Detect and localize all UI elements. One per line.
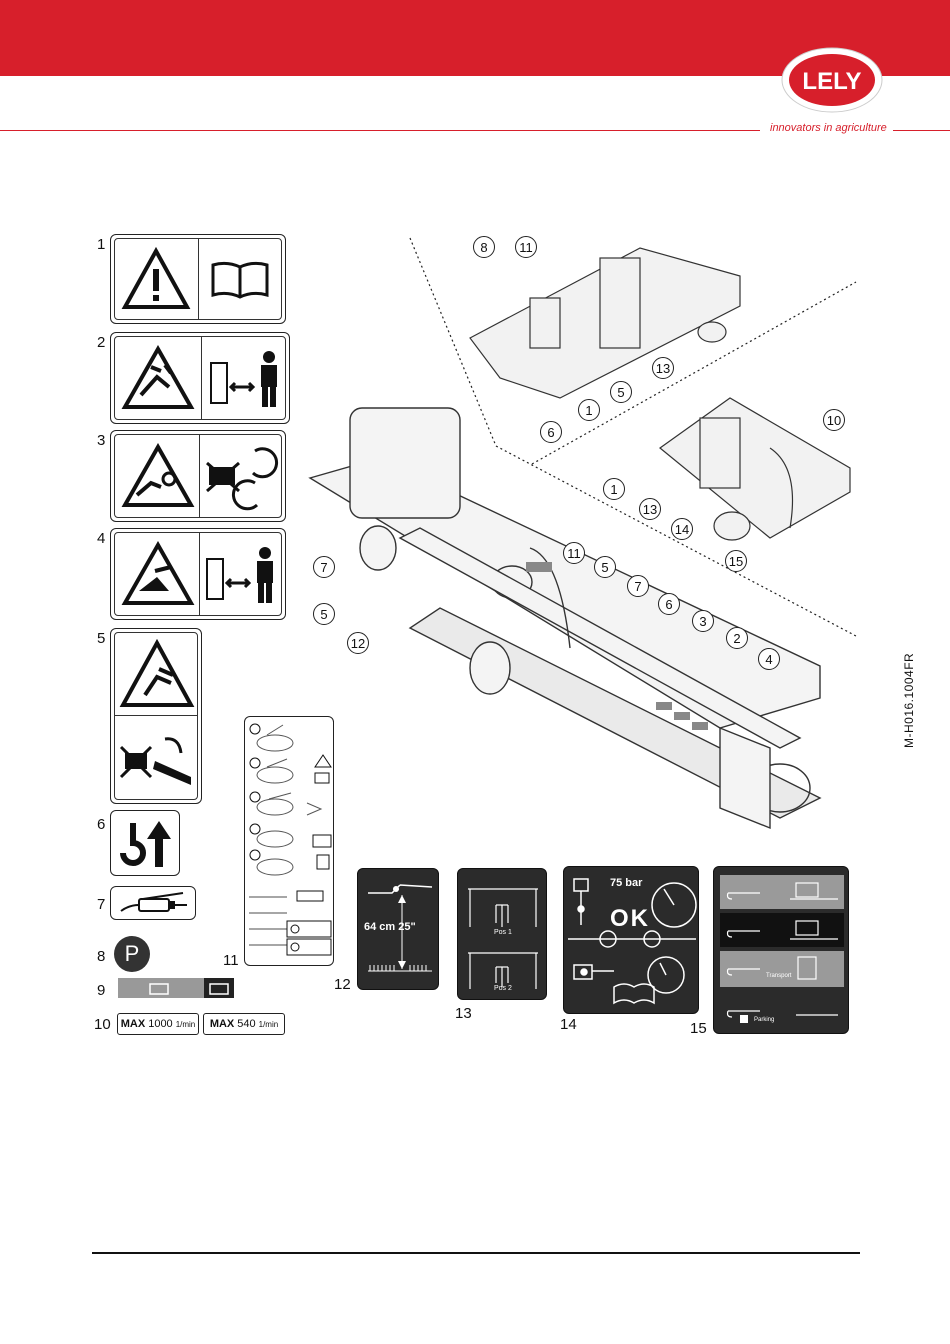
warning-crush-icon — [119, 639, 195, 711]
decal-2 — [110, 332, 290, 424]
callout-3-main: 3 — [692, 610, 714, 632]
warning-object-thrown-icon — [121, 345, 195, 411]
max-label-2: MAX — [210, 1018, 234, 1030]
callout-1-top: 1 — [578, 399, 600, 421]
callout-5-main-right: 5 — [594, 556, 616, 578]
lely-logo: LELY — [780, 46, 884, 114]
rotating-parts-icon — [205, 443, 281, 515]
callout-5-main-left: 5 — [313, 603, 335, 625]
position-2-label: Pos 2 — [494, 985, 512, 992]
manual-book-icon — [209, 259, 271, 299]
decal-3 — [110, 430, 286, 522]
decal-8-parking-icon: P — [114, 936, 150, 972]
machine-outline-icon — [148, 980, 172, 996]
status-ok: OK — [610, 905, 650, 933]
linkage-positions-illustration — [462, 877, 544, 995]
decal-number-10: 10 — [94, 1016, 111, 1033]
warning-cutting-icon — [121, 541, 195, 607]
lifting-hook-icon — [117, 817, 175, 871]
parking-letter: P — [125, 941, 140, 967]
callout-8-top: 8 — [473, 236, 495, 258]
callout-4-main: 4 — [758, 648, 780, 670]
position-1-label: Pos 1 — [494, 929, 512, 936]
rpm-unit: 1/min — [176, 1020, 196, 1029]
warning-entanglement-icon — [121, 443, 195, 509]
decal-6 — [110, 810, 180, 876]
grease-gun-icon — [117, 891, 191, 917]
decal-number-8: 8 — [97, 948, 105, 965]
machine-outline-icon-2 — [208, 980, 232, 996]
callout-6-main: 6 — [658, 593, 680, 615]
decal-number-5: 5 — [97, 630, 105, 647]
decal-number-7: 7 — [97, 896, 105, 913]
decal-number-9: 9 — [97, 982, 105, 999]
transport-positions-illustration — [720, 875, 844, 1029]
callout-11-main: 11 — [563, 542, 585, 564]
decal-14: 75 bar OK — [563, 866, 699, 1014]
decal-4 — [110, 528, 286, 620]
callout-13-top: 13 — [652, 357, 674, 379]
decal-13: Pos 1 Pos 2 — [457, 868, 547, 1000]
decal-number-12: 12 — [334, 976, 351, 993]
callout-14-mid: 14 — [671, 518, 693, 540]
pressure-value: 75 bar — [610, 877, 642, 889]
decal-number-1: 1 — [97, 236, 105, 253]
callout-15-mid: 15 — [725, 550, 747, 572]
safe-distance-icon-2 — [203, 545, 283, 607]
callout-12-main: 12 — [347, 632, 369, 654]
decal-number-13: 13 — [455, 1005, 472, 1022]
decal-number-15: 15 — [690, 1020, 707, 1037]
mower-machine-drawing — [300, 228, 860, 852]
header-rule-right — [893, 130, 950, 131]
header-rule — [0, 130, 760, 131]
transport-label: Transport — [766, 973, 791, 979]
max-label: MAX — [121, 1018, 145, 1030]
max-value-1000: 1000 — [148, 1018, 172, 1030]
safe-distance-icon — [207, 349, 287, 411]
decal-number-2: 2 — [97, 334, 105, 351]
callout-7-main-right: 7 — [627, 575, 649, 597]
decal-10-max-540: MAX 540 1/min — [203, 1013, 285, 1035]
callout-10-mid: 10 — [823, 409, 845, 431]
tagline: innovators in agriculture — [770, 122, 887, 134]
decal-number-6: 6 — [97, 816, 105, 833]
callout-6-top: 6 — [540, 421, 562, 443]
callout-1-mid: 1 — [603, 478, 625, 500]
decal-9-left — [118, 978, 204, 998]
decal-1 — [110, 234, 286, 324]
keep-hands-away-icon — [119, 729, 195, 789]
decal-15: Transport Parking — [713, 866, 849, 1034]
decal-7 — [110, 886, 196, 920]
parking-label: Parking — [754, 1017, 774, 1023]
callout-7-main-left: 7 — [313, 556, 335, 578]
decal-number-11: 11 — [223, 952, 239, 969]
decal-number-14: 14 — [560, 1016, 577, 1033]
rpm-unit-2: 1/min — [259, 1020, 279, 1029]
document-reference: M-H016.1004FR — [902, 653, 916, 748]
working-height-value: 64 cm 25" — [364, 921, 416, 933]
brand-name: LELY — [802, 68, 861, 95]
decal-12: 64 cm 25" — [357, 868, 439, 990]
decal-number-3: 3 — [97, 432, 105, 449]
decal-10-max-1000: MAX 1000 1/min — [117, 1013, 199, 1035]
callout-2-main: 2 — [726, 627, 748, 649]
callout-11-top: 11 — [515, 236, 537, 258]
pressure-gauge-illustration — [564, 867, 700, 1015]
decal-number-4: 4 — [97, 530, 105, 547]
callout-5-top: 5 — [610, 381, 632, 403]
decal-9-right — [204, 978, 234, 998]
warning-triangle-icon — [121, 247, 191, 311]
callout-13-mid: 13 — [639, 498, 661, 520]
footer-rule — [92, 1252, 860, 1254]
decal-5 — [110, 628, 202, 804]
max-value-540: 540 — [237, 1018, 255, 1030]
